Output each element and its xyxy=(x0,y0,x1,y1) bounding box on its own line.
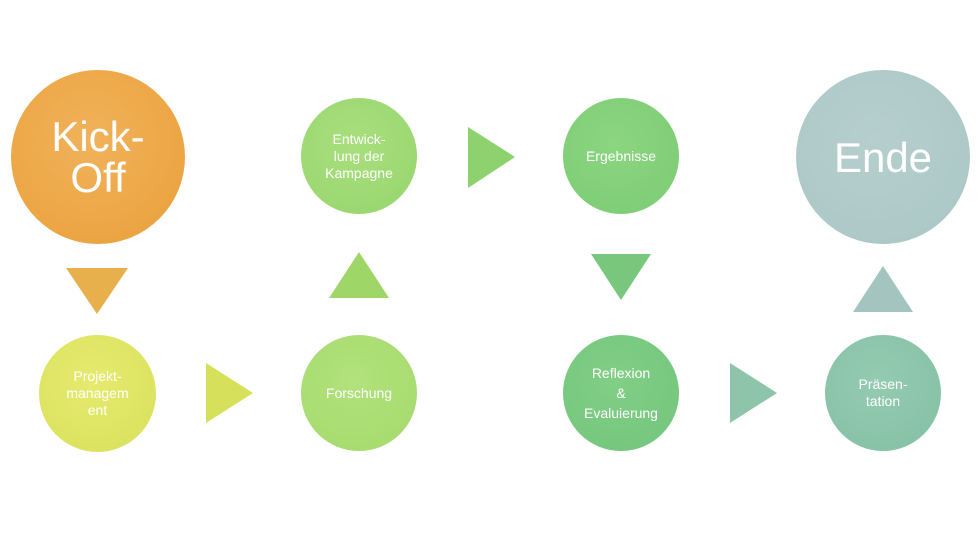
arrow-up-praesentation-ende xyxy=(853,266,913,312)
node-forschung-label: Forschung xyxy=(325,384,393,401)
node-forschung: Forschung xyxy=(301,335,417,451)
node-praesentation-label: Präsen- tation xyxy=(858,376,908,409)
arrow-down-kickoff-projekt xyxy=(66,268,128,314)
node-ende: Ende xyxy=(796,70,970,244)
node-projektmanagement-label: Projekt- managem ent xyxy=(66,368,129,418)
arrow-up-forschung-entwicklung xyxy=(329,252,389,298)
node-ergebnisse: Ergebnisse xyxy=(563,98,679,214)
arrow-right-projekt-forschung xyxy=(206,363,253,423)
node-kick-off: Kick- Off xyxy=(11,70,185,244)
node-entwicklung: Entwick- lung der Kampagne xyxy=(301,98,417,214)
arrow-right-reflexion-praesentation xyxy=(730,363,777,423)
node-reflexion-label: Reflexion & Evaluierung xyxy=(584,365,658,421)
node-projektmanagement: Projekt- managem ent xyxy=(39,335,156,452)
arrow-down-ergebnisse-reflexion xyxy=(591,254,651,300)
arrow-right-entwicklung-ergebnisse xyxy=(468,127,515,188)
node-reflexion: Reflexion & Evaluierung xyxy=(563,335,679,451)
node-entwicklung-label: Entwick- lung der Kampagne xyxy=(325,130,393,181)
node-ergebnisse-label: Ergebnisse xyxy=(585,147,657,164)
node-praesentation: Präsen- tation xyxy=(825,335,941,451)
node-ende-label: Ende xyxy=(833,133,933,181)
node-kick-off-label: Kick- Off xyxy=(51,113,145,201)
